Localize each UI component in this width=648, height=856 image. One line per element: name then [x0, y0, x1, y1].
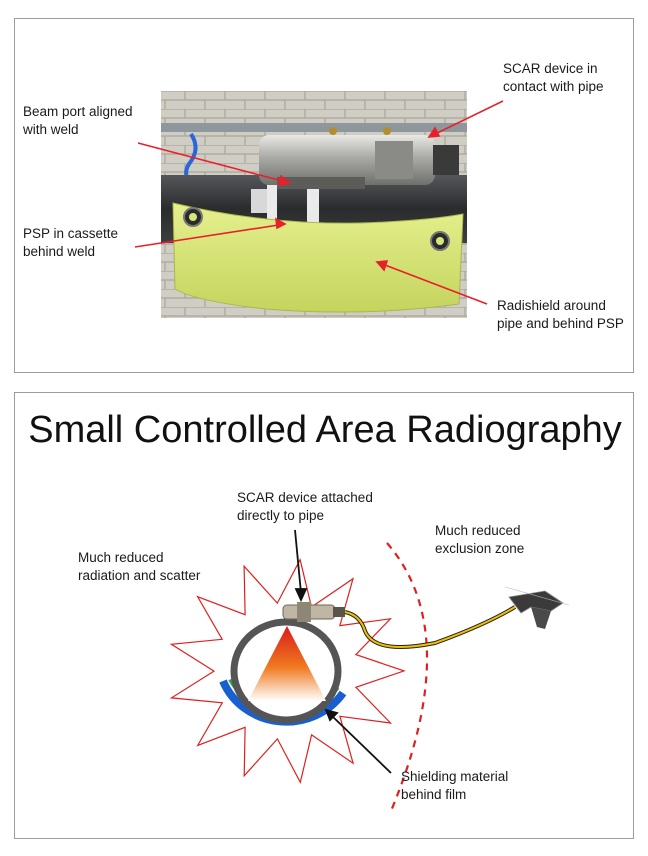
radiation-beam — [248, 626, 326, 701]
photo-illustration — [134, 91, 504, 318]
slide-diagram: Small Controlled Area Radiography — [14, 392, 634, 839]
scar-device-icon — [282, 602, 345, 622]
exclusion-zone-arc — [386, 542, 429, 812]
controller-handset — [504, 586, 570, 629]
label-reduced-exclusion: Much reduced exclusion zone — [435, 523, 525, 556]
label-psp: PSP in cassette behind weld — [23, 226, 119, 259]
label-scar-contact: SCAR device in contact with pipe — [503, 61, 604, 94]
radiation-star-outline — [169, 558, 406, 784]
control-cable — [344, 605, 517, 649]
label-shielding: Shielding material behind film — [401, 769, 509, 802]
label-reduced-radiation: Much reduced radiation and scatter — [78, 550, 201, 583]
diagram-arrows — [294, 529, 392, 774]
scar-diagram — [169, 529, 570, 812]
scar-device — [259, 127, 459, 189]
label-radishield: Radishield around pipe and behind PSP — [497, 298, 624, 331]
pipe-photo — [161, 91, 467, 318]
slide-photo: Beam port aligned with weld SCAR device … — [14, 18, 634, 373]
slide-title: Small Controlled Area Radiography — [28, 409, 622, 451]
callout-arrows — [134, 100, 504, 305]
label-beam-port: Beam port aligned with weld — [23, 104, 133, 137]
label-scar-attached: SCAR device attached directly to pipe — [237, 490, 373, 523]
